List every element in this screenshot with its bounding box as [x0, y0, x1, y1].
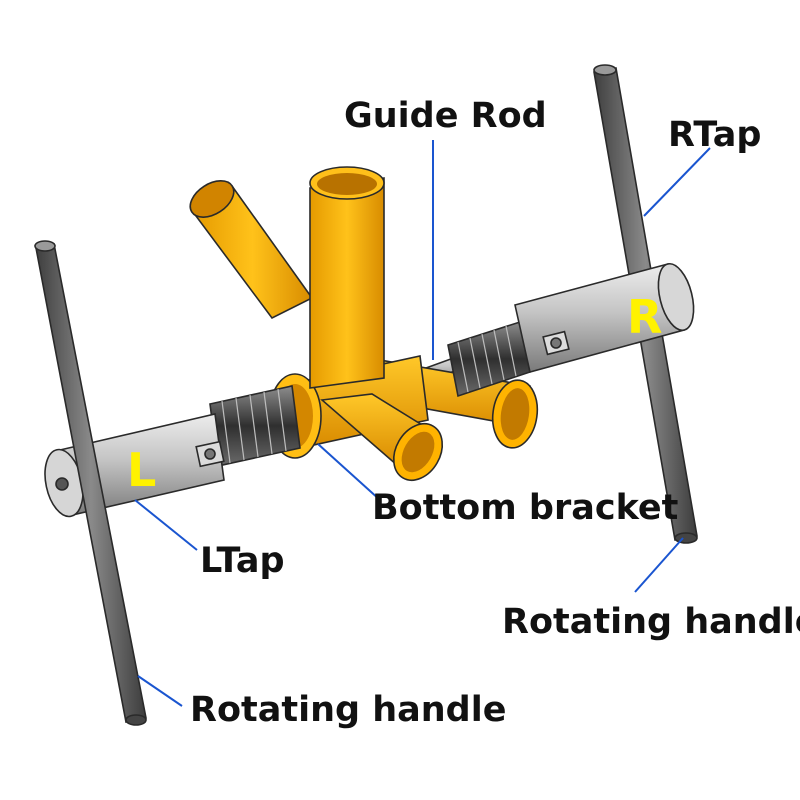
left-handle-leader — [137, 675, 183, 707]
right-tap — [447, 262, 695, 398]
rtap-label: RTap — [668, 115, 761, 155]
right-handle-leader — [634, 537, 684, 593]
right-rotating-handle-label: Rotating handle — [502, 602, 800, 642]
left-rotating-handle-label: Rotating handle — [190, 690, 506, 730]
right-badge: R — [627, 290, 662, 344]
rtap-leader — [643, 147, 711, 217]
ltap-leader — [134, 499, 198, 551]
guide-rod-label: Guide Rod — [344, 96, 547, 136]
leader-lines — [134, 140, 711, 707]
bottom-bracket-label: Bottom bracket — [372, 488, 678, 528]
ltap-label: LTap — [200, 541, 285, 581]
left-rotating-handle — [34, 240, 147, 726]
left-badge: L — [127, 443, 156, 497]
bottom-bracket-leader — [317, 443, 381, 501]
